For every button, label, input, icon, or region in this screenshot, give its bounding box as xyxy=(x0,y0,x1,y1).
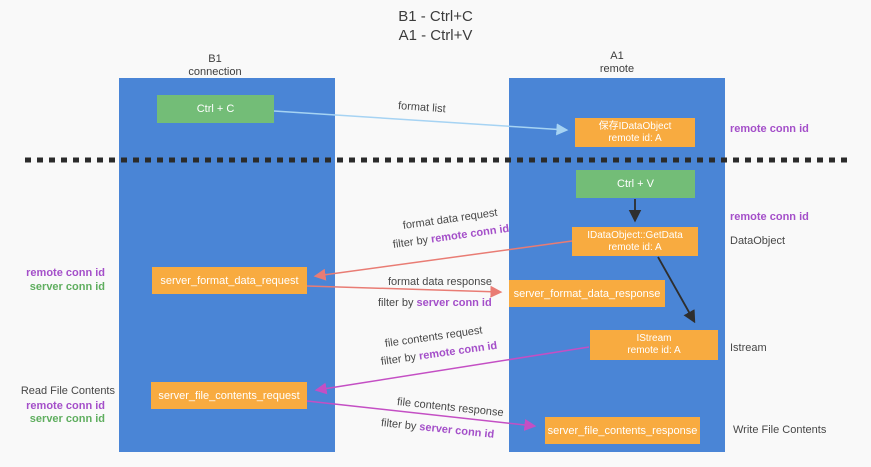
diagram-title: B1 - Ctrl+C A1 - Ctrl+V xyxy=(0,7,871,45)
server-file-contents-response-box: server_file_contents_response xyxy=(545,417,700,444)
annotation-remote-conn-id-mid: remote conn id xyxy=(730,211,809,223)
lifeline-b1-name: B1 xyxy=(208,53,222,65)
lifeline-header-b1: B1 connection xyxy=(155,53,275,79)
istream-line1: IStream xyxy=(636,333,672,344)
annotation-read-file-contents: Read File Contents xyxy=(20,385,115,397)
istream-box: IStream remote id: A xyxy=(590,330,718,360)
getdata-line2: remote id: A xyxy=(608,241,662,253)
annotation-left-server-conn-id-lower: server conn id xyxy=(29,413,105,425)
format-data-response-label: format data response xyxy=(388,276,492,288)
server-conn-id-text: server conn id xyxy=(418,421,495,441)
lifeline-a1-role: remote xyxy=(599,63,635,75)
ctrl-v-label: Ctrl + V xyxy=(617,178,654,190)
lifeline-b1-role: connection xyxy=(188,66,242,78)
lifeline-a1-name: A1 xyxy=(610,50,624,62)
annotation-left-remote-conn-id-upper: remote conn id xyxy=(26,267,105,279)
ctrl-c-box: Ctrl + C xyxy=(157,95,274,123)
save-idataobject-line2: remote id: A xyxy=(608,132,662,144)
server-format-data-request-box: server_format_data_request xyxy=(152,267,307,294)
server-file-contents-response-label: server_file_contents_response xyxy=(547,424,698,437)
diagram-title-line2: A1 - Ctrl+V xyxy=(398,27,473,44)
server-file-contents-request-box: server_file_contents_request xyxy=(151,382,307,409)
save-idataobject-line1: 保存IDataObject xyxy=(598,120,672,132)
getdata-line1: IDataObject::GetData xyxy=(587,229,683,241)
annotation-left-remote-conn-id-lower: remote conn id xyxy=(26,400,105,412)
file-contents-response-label: file contents response xyxy=(396,396,505,420)
diagram-title-line1: B1 - Ctrl+C xyxy=(398,8,473,25)
filter-by-server-conn-id-label-1: filter by server conn id xyxy=(378,297,492,310)
server-format-data-response-label: server_format_data_response xyxy=(513,287,661,300)
save-idataobject-box: 保存IDataObject remote id: A xyxy=(575,118,695,147)
ctrl-v-box: Ctrl + V xyxy=(576,170,695,198)
idataobject-getdata-box: IDataObject::GetData remote id: A xyxy=(572,227,698,256)
lifeline-header-a1: A1 remote xyxy=(557,50,677,76)
filter-by-server-conn-id-label-2: filter by server conn id xyxy=(380,417,494,442)
server-format-data-request-label: server_format_data_request xyxy=(160,274,299,287)
ctrl-c-label: Ctrl + C xyxy=(196,103,235,115)
annotation-istream: Istream xyxy=(730,342,767,354)
filter-by-prefix: filter by xyxy=(380,417,420,433)
annotation-left-server-conn-id-upper: server conn id xyxy=(29,281,105,293)
filter-by-prefix: filter by xyxy=(378,297,417,309)
format-list-label: format list xyxy=(397,100,447,116)
annotation-remote-conn-id-top: remote conn id xyxy=(730,123,809,135)
istream-line2: remote id: A xyxy=(627,345,681,356)
filter-by-prefix: filter by xyxy=(380,350,420,368)
server-format-data-response-box: server_format_data_response xyxy=(509,280,665,307)
filter-by-prefix: filter by xyxy=(392,233,432,251)
server-conn-id-text: server conn id xyxy=(416,297,492,309)
annotation-dataobject: DataObject xyxy=(730,235,786,247)
annotation-write-file-contents: Write File Contents xyxy=(733,424,827,436)
server-file-contents-request-label: server_file_contents_request xyxy=(158,389,300,402)
